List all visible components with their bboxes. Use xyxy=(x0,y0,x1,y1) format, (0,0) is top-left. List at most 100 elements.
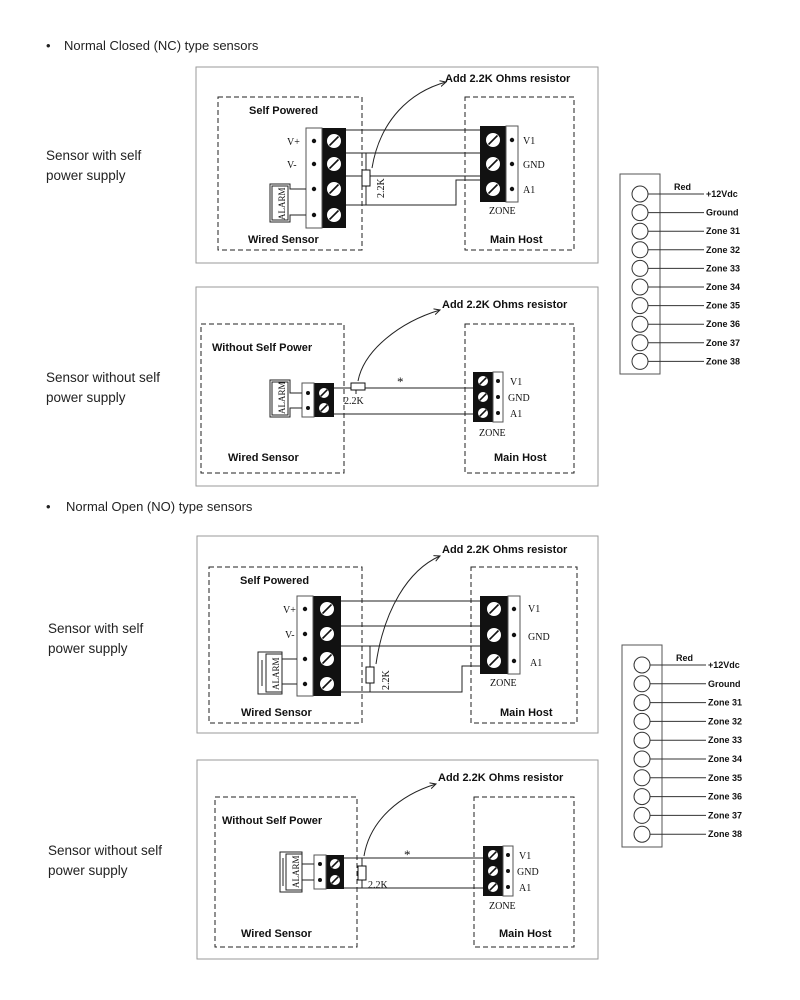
side-label-nself-1: Sensor without self xyxy=(46,370,160,385)
terminal-hole xyxy=(633,675,651,693)
wired-sensor-label: Wired Sensor xyxy=(248,234,320,246)
bullet-no: • xyxy=(46,499,51,514)
panel-nc-self-powered: Add 2.2K Ohms resistor Self Powered Wire… xyxy=(195,66,599,264)
terminal-hole xyxy=(631,241,649,259)
resistor xyxy=(365,666,375,684)
pin-vplus: V+ xyxy=(283,605,296,616)
terminal-label: Zone 37 xyxy=(708,810,742,820)
wired-sensor-box xyxy=(214,796,358,948)
terminal-label: Zone 36 xyxy=(706,319,740,329)
alarm-label: ALARM xyxy=(291,855,301,888)
main-host-label: Main Host xyxy=(494,452,547,464)
resistor xyxy=(361,169,371,187)
jumper-star: * xyxy=(404,847,411,862)
section-title-no: Normal Open (NO) type sensors xyxy=(66,499,253,514)
side-label-self-2: power supply xyxy=(46,168,126,183)
terminal-hole xyxy=(633,731,651,749)
pin-gnd: GND xyxy=(517,867,539,878)
terminal-hole xyxy=(633,769,651,787)
zone-label: ZONE xyxy=(489,206,516,217)
terminal-hole xyxy=(631,297,649,315)
pin-vplus: V+ xyxy=(287,137,300,148)
add-resistor-label: Add 2.2K Ohms resistor xyxy=(438,772,564,784)
main-host-box xyxy=(470,566,578,724)
side-label-self-3: Sensor with self xyxy=(48,621,144,636)
pin-v1: V1 xyxy=(510,377,522,388)
add-resistor-label: Add 2.2K Ohms resistor xyxy=(445,73,571,85)
pin-a1: A1 xyxy=(519,883,531,894)
pin-a1: A1 xyxy=(510,409,522,420)
side-label-nself-4: power supply xyxy=(48,863,128,878)
resistor xyxy=(357,865,367,881)
terminal-label: Zone 38 xyxy=(706,356,740,366)
main-host-label: Main Host xyxy=(500,707,553,719)
main-host-box xyxy=(473,796,575,948)
terminal-label: +12Vdc xyxy=(708,660,740,670)
terminal-hole xyxy=(633,712,651,730)
terminal-label: Zone 37 xyxy=(706,338,740,348)
resistor-label: 2.2K xyxy=(344,396,365,407)
terminal-label: Zone 36 xyxy=(708,792,742,802)
pin-v1: V1 xyxy=(528,604,540,615)
alarm-label: ALARM xyxy=(277,381,287,414)
main-host-box xyxy=(464,96,575,251)
side-label-nself-2: power supply xyxy=(46,390,126,405)
terminal-label: Zone 34 xyxy=(706,282,740,292)
terminal-hole xyxy=(631,352,649,370)
terminal-hole xyxy=(631,185,649,203)
panel-no-self-powered: Add 2.2K Ohms resistor Self Powered Wire… xyxy=(196,535,599,734)
without-self-power-label: Without Self Power xyxy=(212,342,313,354)
main-host-label: Main Host xyxy=(499,928,552,940)
pin-a1: A1 xyxy=(530,658,542,669)
terminal-hole xyxy=(633,694,651,712)
pin-a1: A1 xyxy=(523,185,535,196)
terminal-label: Zone 33 xyxy=(708,735,742,745)
resistor-label: 2.2K xyxy=(376,178,387,199)
self-powered-label: Self Powered xyxy=(240,575,309,587)
red-wire-label: Red xyxy=(674,182,691,192)
bullet-nc: • xyxy=(46,38,51,53)
terminal-hole xyxy=(631,334,649,352)
section-title-nc: Normal Closed (NC) type sensors xyxy=(64,38,259,53)
pin-vminus: V- xyxy=(287,160,297,171)
main-host-box xyxy=(464,323,575,474)
pin-v1: V1 xyxy=(523,136,535,147)
wired-sensor-label: Wired Sensor xyxy=(228,452,300,464)
wired-sensor-box xyxy=(208,566,363,724)
red-wire-label: Red xyxy=(676,653,693,663)
wired-sensor-label: Wired Sensor xyxy=(241,928,313,940)
terminal-label: Ground xyxy=(708,679,741,689)
add-resistor-label: Add 2.2K Ohms resistor xyxy=(442,299,568,311)
panel-no-without-self-power: Add 2.2K Ohms resistor Without Self Powe… xyxy=(196,759,599,960)
terminal-label: +12Vdc xyxy=(706,189,738,199)
zone-label: ZONE xyxy=(490,678,517,689)
resistor-label: 2.2K xyxy=(368,880,389,891)
terminal-hole xyxy=(631,278,649,296)
terminal-label: Zone 35 xyxy=(708,773,742,783)
zone-label: ZONE xyxy=(489,901,516,912)
without-self-power-label: Without Self Power xyxy=(222,815,323,827)
terminal-label: Zone 31 xyxy=(706,226,740,236)
main-host-label: Main Host xyxy=(490,234,543,246)
pin-gnd: GND xyxy=(523,160,545,171)
resistor xyxy=(350,382,366,391)
side-label-self-1: Sensor with self xyxy=(46,148,142,163)
terminal-label: Zone 38 xyxy=(708,829,742,839)
pin-gnd: GND xyxy=(508,393,530,404)
terminal-label: Zone 32 xyxy=(708,716,742,726)
terminal-hole xyxy=(631,204,649,222)
wired-sensor-box xyxy=(200,323,345,474)
zone-label: ZONE xyxy=(479,428,506,439)
self-powered-label: Self Powered xyxy=(249,105,318,117)
jumper-star: * xyxy=(397,374,404,389)
terminal-label: Zone 34 xyxy=(708,754,742,764)
terminal-hole xyxy=(633,656,651,674)
terminal-hole xyxy=(631,259,649,277)
terminal-hole xyxy=(633,750,651,768)
terminal-hole xyxy=(633,788,651,806)
add-resistor-label: Add 2.2K Ohms resistor xyxy=(442,544,568,556)
pin-gnd: GND xyxy=(528,632,550,643)
alarm-label: ALARM xyxy=(277,187,287,220)
